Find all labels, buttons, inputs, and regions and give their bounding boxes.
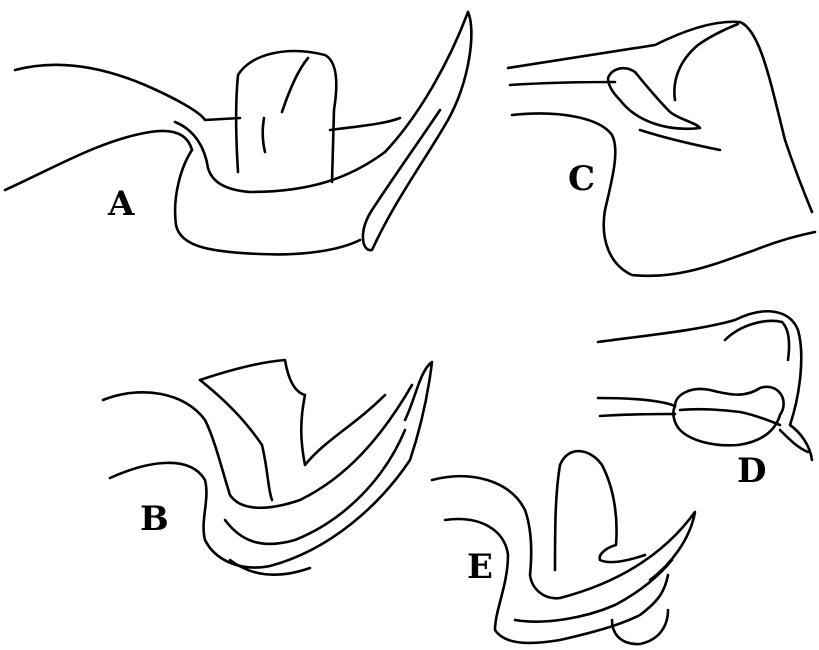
panel-a-label: A [107,184,135,224]
panel-c-lobe-ridge [674,24,738,100]
panel-b-blade-lower [200,380,272,500]
panel-d-upper-outline [598,311,812,460]
panel-a [5,12,471,254]
panel-d-bulb-inner [680,409,780,425]
panel-a-spine [363,12,471,250]
panel-e-projection [555,451,645,570]
panel-b-blade [200,360,385,465]
panel-a-projection-ridge-2 [263,118,265,152]
panel-c-middle-outline [510,82,615,85]
panel-b-inner-channel [225,430,405,544]
panel-a-rim [330,118,400,130]
panel-d-cap [725,321,789,360]
panel-c-lobe [608,68,700,129]
panel-d [598,311,812,460]
panel-b-label: B [140,499,169,539]
panel-a-inner-channel [175,122,385,192]
panel-b [103,360,432,575]
panel-e-label: E [467,547,493,587]
panel-d-label: D [737,451,766,491]
panel-c [508,22,815,276]
panel-a-lower-outline [5,131,192,190]
panel-d-middle-outline [598,398,675,406]
panel-d-lower-outline [600,414,675,416]
panel-a-upper-outline [15,65,240,120]
panel-b-base [230,560,310,575]
panel-a-projection [236,51,336,182]
panel-c-label: C [568,159,595,199]
panel-d-bulb [673,387,783,446]
panel-c-upper-outline [508,22,812,212]
panel-c-inner-line [640,130,720,150]
panel-a-projection-ridge [282,58,308,112]
